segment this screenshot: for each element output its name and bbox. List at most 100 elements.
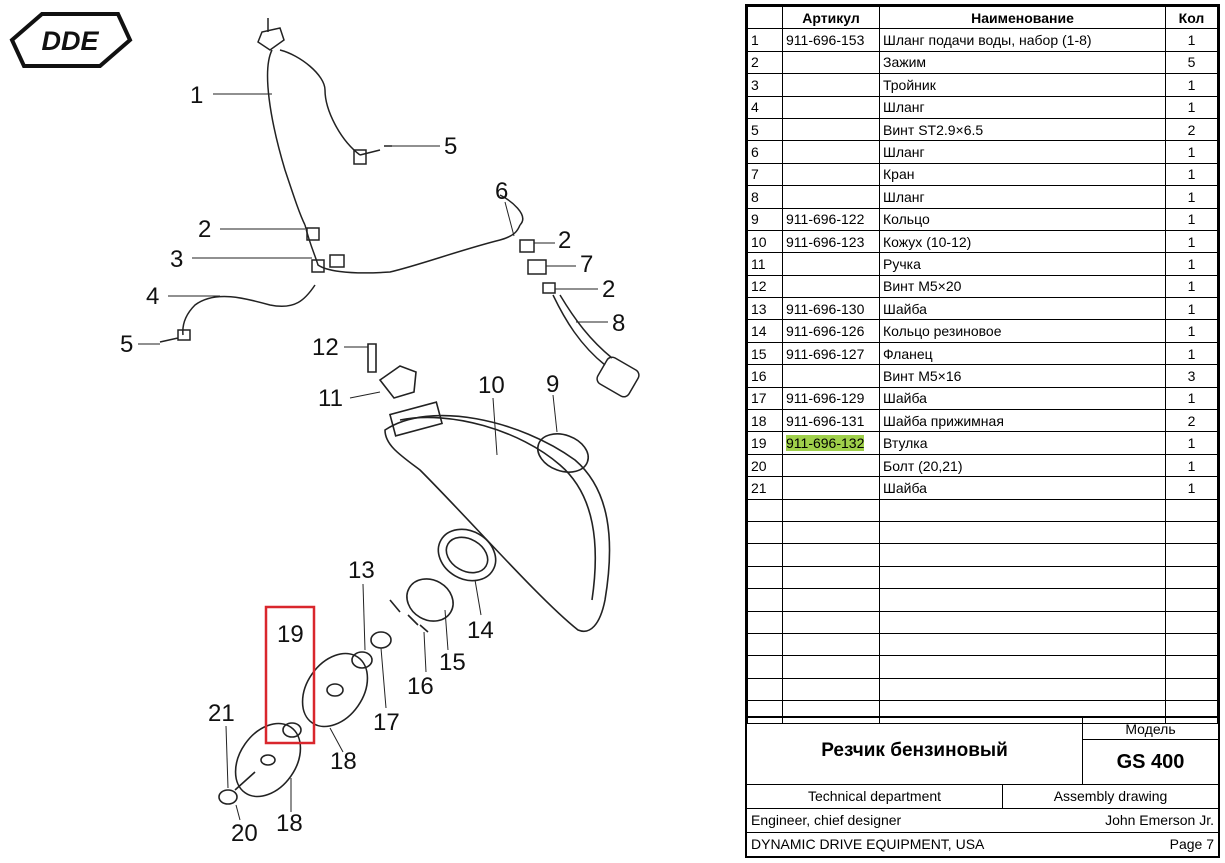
- person: John Emerson Jr.: [1105, 812, 1214, 828]
- hose-assembly: [159, 18, 640, 398]
- cell-name: Шайба прижимная: [879, 409, 1166, 433]
- table-header-row: Артикул Наименование Кол: [747, 5, 1218, 30]
- cell-name: Винт M5×16: [879, 364, 1166, 388]
- empty-cell: [747, 543, 783, 567]
- cell-name: Фланец: [879, 341, 1166, 366]
- empty-row: [747, 632, 1218, 657]
- callout-14: 14: [467, 617, 494, 644]
- cell-num: 13: [747, 297, 783, 321]
- empty-row: [747, 588, 1218, 612]
- dde-logo: DDE: [9, 12, 133, 68]
- cell-name: Винт ST2.9×6.5: [879, 117, 1166, 142]
- department: Technical department: [807, 788, 942, 804]
- callout-19: 19: [277, 621, 304, 648]
- cell-article: [782, 252, 880, 276]
- callout-2b: 2: [558, 227, 571, 254]
- cell-qty: 1: [1165, 207, 1218, 231]
- cell-qty: 5: [1165, 50, 1218, 75]
- cell-num: 18: [747, 409, 783, 433]
- cell-num: 20: [747, 453, 783, 478]
- empty-row: [747, 655, 1218, 679]
- cell-qty: 1: [1165, 476, 1218, 500]
- empty-cell: [782, 655, 880, 679]
- callout-5a: 5: [444, 133, 457, 160]
- cell-name: Шайба: [879, 386, 1166, 411]
- empty-row: [747, 543, 1218, 567]
- cell-name: Зажим: [879, 50, 1166, 75]
- cell-qty: 1: [1165, 431, 1218, 455]
- empty-row: [747, 520, 1218, 545]
- cell-num: 11: [747, 252, 783, 276]
- leader-lines: [138, 93, 608, 821]
- cell-qty: 1: [1165, 162, 1218, 187]
- cell-name: Кольцо: [879, 207, 1166, 231]
- empty-cell: [879, 565, 1166, 590]
- empty-cell: [1165, 543, 1218, 567]
- cell-num: 7: [747, 162, 783, 187]
- empty-cell: [782, 565, 880, 590]
- cell-num: 3: [747, 73, 783, 97]
- cell-name: Шайба: [879, 476, 1166, 500]
- cell-name: Втулка: [879, 431, 1166, 455]
- role: Engineer, chief designer: [751, 812, 902, 828]
- callout-21: 21: [208, 700, 235, 727]
- cell-article: 911-696-127: [782, 341, 880, 366]
- empty-cell: [782, 677, 880, 702]
- empty-cell: [879, 655, 1166, 679]
- selection-box-item-19: [264, 605, 316, 745]
- header-name: Наименование: [879, 5, 1166, 30]
- cell-name: Шланг: [879, 185, 1166, 209]
- cell-article: [782, 453, 880, 478]
- empty-cell: [747, 632, 783, 657]
- cell-num: 19: [747, 431, 783, 455]
- cell-qty: 1: [1165, 95, 1218, 119]
- company: DYNAMIC DRIVE EQUIPMENT, USA: [751, 836, 985, 852]
- cell-article: 911-696-126: [782, 319, 880, 343]
- cell-article: 911-696-123: [782, 229, 880, 254]
- empty-cell: [782, 588, 880, 612]
- callout-13: 13: [348, 557, 375, 584]
- empty-row: [747, 677, 1218, 702]
- title-block: Резчик бензиновый Модель GS 400 Technica…: [747, 716, 1218, 856]
- page-number: Page 7: [1169, 836, 1214, 852]
- empty-cell: [747, 588, 783, 612]
- empty-row: [747, 498, 1218, 522]
- empty-cell: [782, 498, 880, 522]
- empty-cell: [747, 498, 783, 522]
- empty-cell: [747, 655, 783, 679]
- cell-num: 12: [747, 274, 783, 299]
- callout-4: 4: [146, 283, 159, 310]
- callout-2a: 2: [198, 216, 211, 243]
- empty-cell: [879, 520, 1166, 545]
- cell-article: 911-696-132: [782, 431, 880, 455]
- empty-cell: [1165, 565, 1218, 590]
- callout-11: 11: [318, 385, 343, 412]
- cell-qty: 1: [1165, 185, 1218, 209]
- cell-article: [782, 476, 880, 500]
- callout-17: 17: [373, 709, 400, 736]
- empty-cell: [879, 632, 1166, 657]
- callout-labels: 1 5 2 3 4 5 6 2 7 2 8 12 11 10 9 13 19 1…: [120, 82, 625, 847]
- cell-name: Кран: [879, 162, 1166, 187]
- callout-5b: 5: [120, 331, 133, 358]
- empty-cell: [1165, 632, 1218, 657]
- cell-num: 8: [747, 185, 783, 209]
- cell-article: 911-696-131: [782, 409, 880, 433]
- cell-qty: 1: [1165, 297, 1218, 321]
- cell-article: [782, 140, 880, 164]
- cell-qty: 2: [1165, 409, 1218, 433]
- product-name: Резчик бензиновый: [821, 740, 1008, 761]
